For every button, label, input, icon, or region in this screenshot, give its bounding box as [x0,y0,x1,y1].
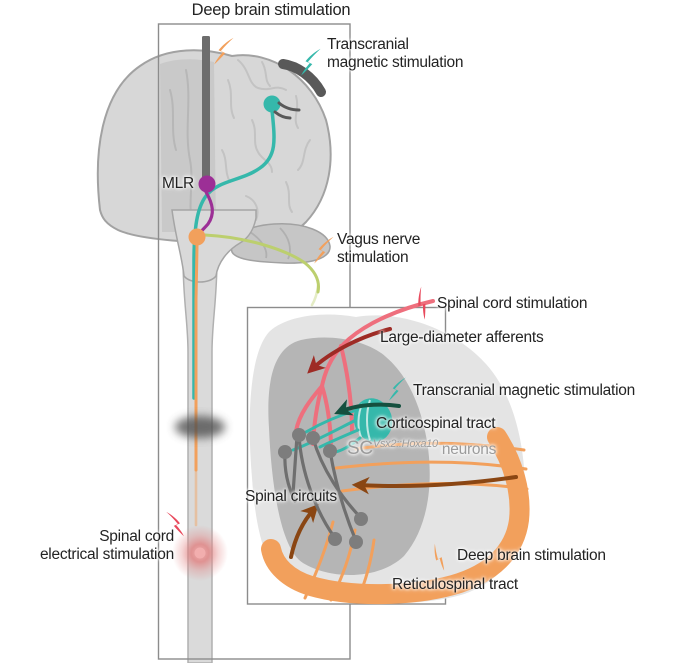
dbs-electrode [202,36,210,186]
vagus-bolt-icon [313,236,335,264]
cortex-node-dot [263,95,281,113]
label-large-diameter-afferents: Large-diameter afferents [380,329,544,346]
mlr-dot [198,175,216,193]
sc-neurons-suffix: neurons [437,441,497,458]
sc-neurons-genotype: Vsx2::Hoxa10 [372,438,438,450]
label-spinal-cord-electrical: Spinal cord electrical stimulation [39,528,174,564]
reticulospinal-band [261,427,530,605]
corticospinal-arrow [334,399,401,416]
stimulation-glow-center [194,547,206,559]
corticospinal-line [192,108,276,400]
tms-inset-bolt-icon [388,377,407,401]
dbs-inset-bolt-icon [424,542,455,571]
label-reticulospinal-tract: Reticulospinal tract [392,576,518,593]
label-tms-inset: Transcranial magnetic stimulation [413,382,636,399]
figure-title: Deep brain stimulation [191,1,351,19]
interneuron-circles [278,428,368,549]
tms-bolt-icon [300,48,322,76]
spinal-cord-stimulation-bolt-icon [405,285,440,321]
reticulospinal-arrows [289,475,518,559]
medial-gyri [169,69,193,226]
inset-panel [246,299,530,605]
interneuron-links [283,433,363,543]
label-dbs-inset: Deep brain stimulation [457,547,606,564]
dbs-bolt-icon [213,37,235,65]
label-corticospinal-tract: Corticospinal tract [376,415,496,432]
afferent-arrow [307,327,392,374]
spinal-cord-column [182,257,218,663]
label-mlr: MLR [162,175,194,192]
corticospinal-blob [353,398,393,442]
label-spinal-cord-stimulation: Spinal cord stimulation [437,295,588,312]
label-vagus-nerve: Vagus nerve stimulation [337,231,421,267]
label-spinal-circuits: Spinal circuits [245,488,337,505]
label-tms-brain: Transcranial magnetic stimulation [327,36,464,72]
vagus-nerve-line [203,233,320,294]
spinal-cord-electrical-bolt-icon [165,511,185,537]
reticulospinal-line [194,244,199,472]
cortex-gyri [221,59,311,221]
brainstem-nucleus-dot [188,228,206,246]
sc-neurons-prefix: SC [347,438,373,459]
label-sc-neurons: SCVsx2::Hoxa10 neurons [347,438,496,460]
spinal-lesion-blur [175,416,225,438]
vagus-nerve-line-fade [310,284,320,307]
